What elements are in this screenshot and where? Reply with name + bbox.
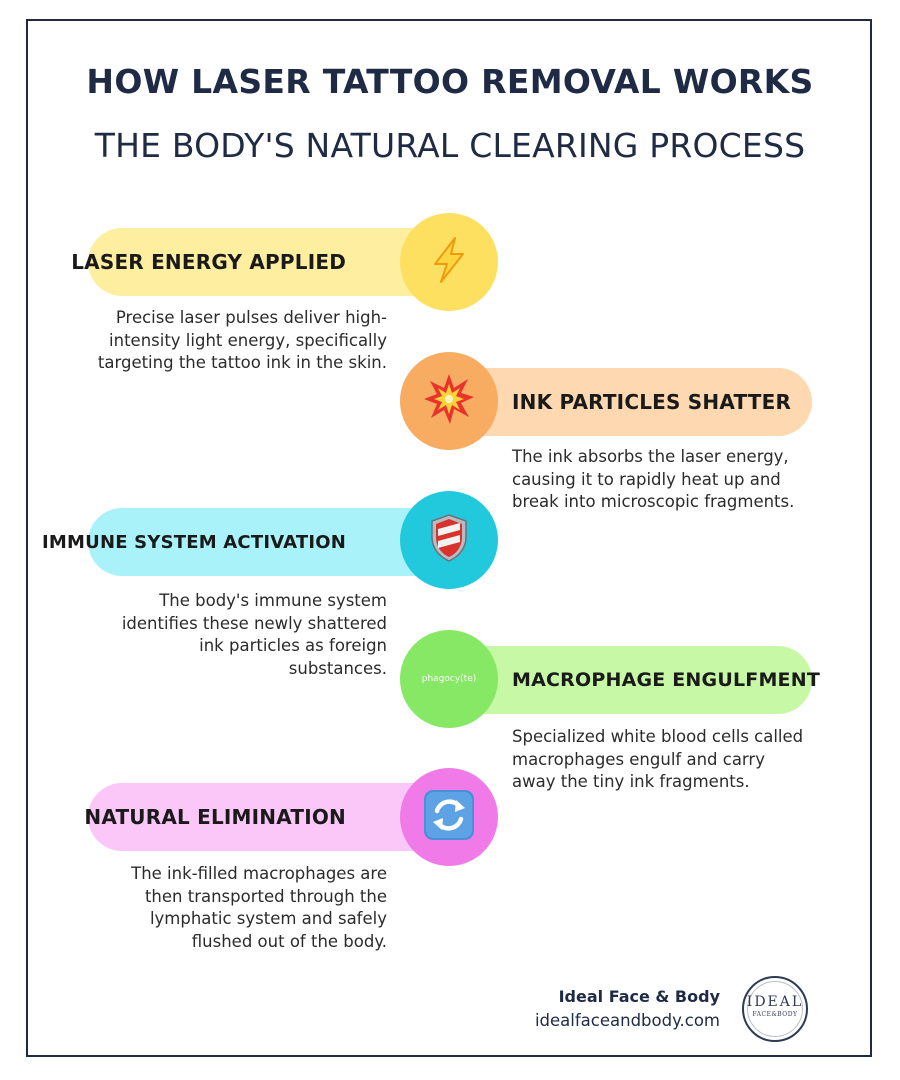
explosion-icon [423,373,475,430]
brand-logo: IDEAL FACE&BODY [742,976,808,1042]
step-4-circle: phagocy(te) [400,630,498,728]
step-5-label: NATURAL ELIMINATION [84,805,346,829]
logo-sub-text: FACE&BODY [752,1011,798,1018]
step-5-circle [400,768,498,866]
phagocyte-icon: phagocy(te) [421,674,477,684]
step-4-pill: MACROPHAGE ENGULFMENT [440,646,820,714]
step-2-description: The ink absorbs the laser energy, causin… [512,447,795,511]
step-2-label: INK PARTICLES SHATTER [512,390,792,414]
logo-main-text: IDEAL [746,994,804,1010]
step-3-circle [400,491,498,589]
step-1-description: Precise laser pulses deliver high-intens… [97,308,387,372]
step-2-circle [400,352,498,450]
step-3-description: The body's immune system identifies thes… [121,591,387,678]
lightning-icon [427,236,471,289]
step-4-description: Specialized white blood cells called mac… [512,727,804,791]
step-4-label: MACROPHAGE ENGULFMENT [512,669,820,691]
step-2-pill: INK PARTICLES SHATTER [440,368,812,436]
page-title: HOW LASER TATTOO REMOVAL WORKS [86,62,814,101]
page-subtitle: THE BODY'S NATURAL CLEARING PROCESS [94,126,806,165]
border-frame [26,19,872,1057]
step-3-label: IMMUNE SYSTEM ACTIVATION [42,531,346,553]
step-1-circle [400,213,498,311]
step-1-pill: LASER ENERGY APPLIED [71,228,458,296]
step-5-pill: NATURAL ELIMINATION [84,783,458,851]
step-5-description: The ink-filled macrophages are then tran… [131,864,387,951]
step-1-label: LASER ENERGY APPLIED [71,250,346,274]
recycle-arrows-icon [423,789,475,846]
logo-ring [747,981,803,1037]
brand-url[interactable]: idealfaceandbody.com [534,1011,720,1030]
brand-name: Ideal Face & Body [558,987,720,1006]
step-3-pill: IMMUNE SYSTEM ACTIVATION [42,508,458,576]
shield-icon [429,513,469,568]
